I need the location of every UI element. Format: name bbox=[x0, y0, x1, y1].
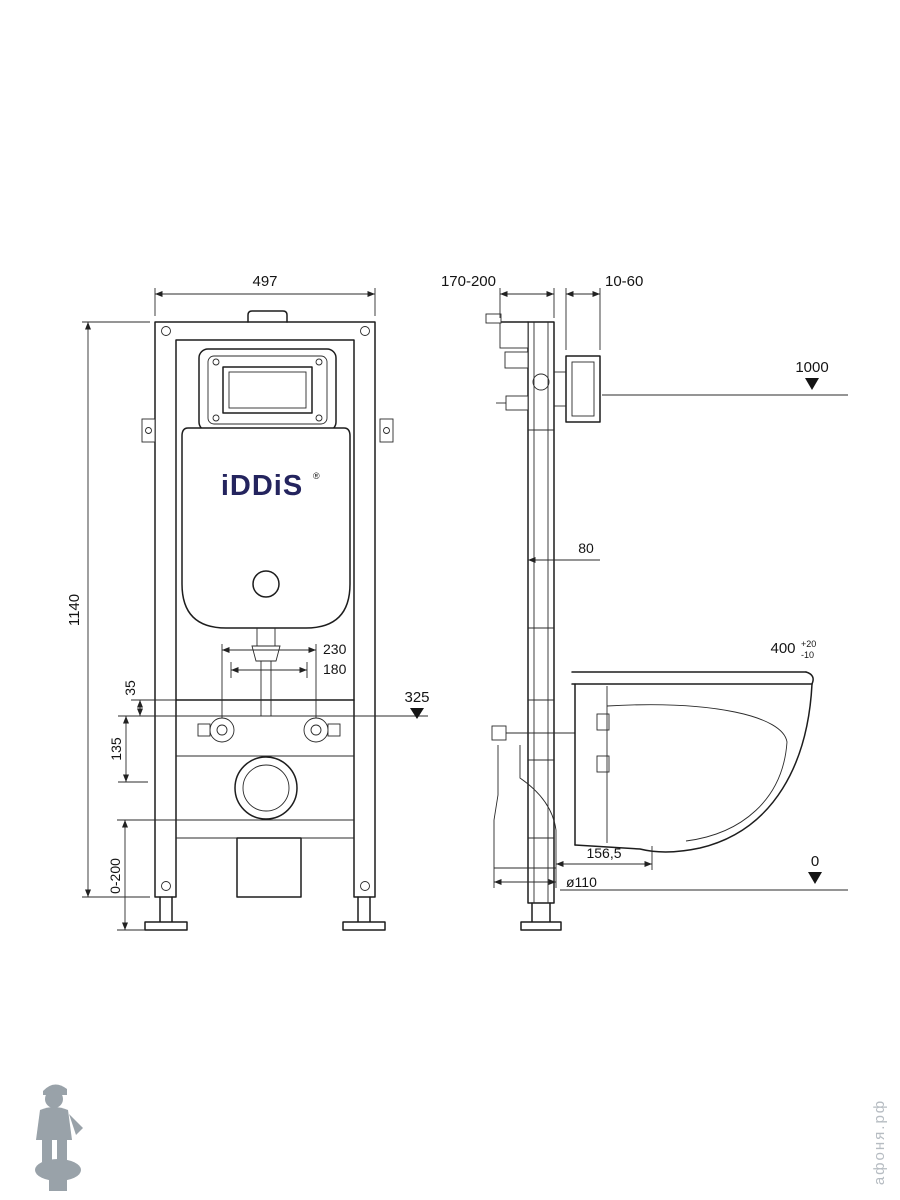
dim-230-label: 230 bbox=[323, 641, 347, 657]
inspection-port bbox=[532, 373, 550, 391]
floor-level-label: 0 bbox=[811, 853, 819, 870]
dimension-135: 135 bbox=[108, 716, 148, 783]
side-view: 170-200 10-60 1000 80 bbox=[441, 273, 848, 931]
dimension-35: 35 bbox=[122, 680, 176, 716]
side-stud bbox=[491, 725, 575, 741]
leg-icon bbox=[57, 1140, 67, 1162]
dimension-325: 325 bbox=[404, 689, 430, 719]
leg-icon bbox=[42, 1140, 52, 1162]
floor-level: 0 bbox=[560, 853, 848, 891]
drain-pipe bbox=[493, 745, 557, 869]
outlet-box bbox=[236, 837, 302, 898]
down-arrow-icon bbox=[808, 872, 822, 884]
down-arrow-icon bbox=[410, 708, 424, 719]
brand-registered-mark: ® bbox=[313, 471, 320, 481]
side-foot bbox=[520, 902, 562, 931]
flush-pipe bbox=[251, 628, 281, 716]
dimension-400: 400 +20 -10 bbox=[770, 639, 816, 660]
dim-135-label: 135 bbox=[108, 737, 124, 761]
dimension-0-200: 0-200 bbox=[107, 820, 145, 931]
corner-screw-icon bbox=[360, 326, 370, 336]
water-inlet bbox=[505, 395, 529, 411]
down-arrow-icon bbox=[805, 378, 819, 390]
dim-80-label: 80 bbox=[578, 540, 594, 556]
dim-156-5-label: 156,5 bbox=[586, 845, 621, 861]
dimension-230: 230 bbox=[221, 641, 347, 718]
dimension-80: 80 bbox=[528, 540, 600, 564]
flush-mechanism bbox=[485, 313, 550, 411]
dim-170-200-label: 170-200 bbox=[441, 273, 496, 290]
dimension-10-60: 10-60 bbox=[565, 273, 643, 350]
front-view: iDDiS ® 230 180 bbox=[66, 273, 430, 931]
dimension-1140: 1140 bbox=[66, 321, 150, 898]
wall-bracket bbox=[141, 418, 156, 443]
wall-plate bbox=[554, 355, 601, 423]
dimension-1000: 1000 bbox=[602, 359, 848, 396]
plumber-logo bbox=[35, 1084, 83, 1191]
dim-400-tolerance-plus: +20 bbox=[801, 639, 816, 649]
frame-profile bbox=[527, 321, 555, 904]
toilet-icon bbox=[35, 1159, 81, 1181]
dimension-170-200: 170-200 bbox=[441, 273, 555, 318]
dimension-180: 180 bbox=[230, 661, 347, 678]
dim-0-200-label: 0-200 bbox=[107, 858, 123, 894]
dimension-156-5: 156,5 bbox=[556, 845, 653, 870]
dim-400-label: 400 bbox=[770, 640, 795, 657]
arm-icon bbox=[69, 1114, 83, 1135]
site-watermark: афоня.рф bbox=[871, 1099, 888, 1185]
dim-35-label: 35 bbox=[122, 680, 138, 696]
corner-screw-icon bbox=[161, 326, 171, 336]
cistern: iDDiS ® bbox=[181, 427, 351, 629]
dimension-497: 497 bbox=[154, 273, 376, 316]
corner-screw-icon bbox=[161, 881, 171, 891]
toilet-base-icon bbox=[49, 1177, 67, 1191]
dim-1140-label: 1140 bbox=[66, 594, 83, 626]
dim-10-60-label: 10-60 bbox=[605, 273, 643, 290]
adjustable-feet bbox=[144, 896, 386, 931]
head-icon bbox=[45, 1090, 63, 1108]
dim-325-label: 325 bbox=[404, 689, 429, 706]
toilet-bowl bbox=[571, 671, 814, 853]
mounting-studs bbox=[197, 717, 341, 743]
flush-valve-circle bbox=[252, 570, 280, 598]
dim-497-label: 497 bbox=[252, 273, 277, 290]
dim-400-tolerance-minus: -10 bbox=[801, 650, 814, 660]
frame-outline bbox=[117, 310, 428, 898]
brand-logo: iDDiS bbox=[221, 470, 303, 502]
dim-110-label: ø110 bbox=[566, 874, 597, 890]
wall-bracket bbox=[379, 418, 394, 443]
dim-1000-label: 1000 bbox=[795, 359, 828, 376]
drain-outlet bbox=[234, 756, 298, 820]
torso-icon bbox=[36, 1107, 72, 1140]
flush-plate-assembly bbox=[141, 348, 394, 443]
dimension-110: ø110 bbox=[493, 868, 597, 890]
dim-180-label: 180 bbox=[323, 661, 347, 677]
corner-screw-icon bbox=[360, 881, 370, 891]
